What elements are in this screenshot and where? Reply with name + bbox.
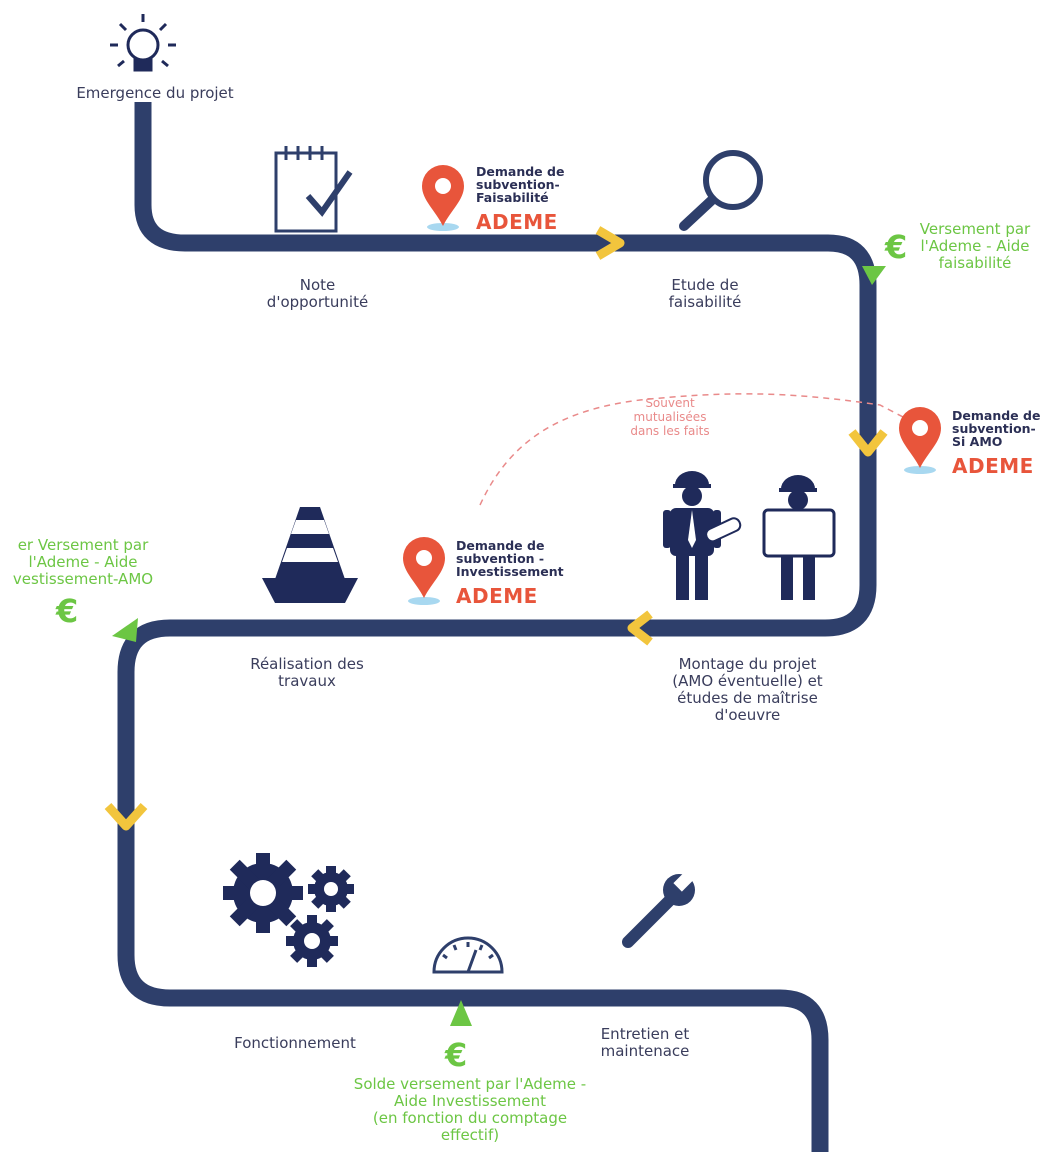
- payment-solde-line2: Aide Investissement: [394, 1092, 546, 1110]
- step-note: Note d'opportunité: [250, 277, 385, 311]
- arrow-down-chevron-2: [104, 802, 148, 831]
- payment-triangle-solde: [450, 1000, 472, 1026]
- step-montage-line2: (AMO éventuelle) et: [672, 672, 823, 690]
- wrench-icon: [622, 870, 695, 948]
- payment-solde: Solde versement par l'Ademe - Aide Inves…: [330, 1076, 610, 1144]
- request-amo: Demande de subvention- Si AMO: [952, 409, 1040, 448]
- request-amo-line1: Demande de: [952, 408, 1041, 423]
- request-faisabilite-line1: Demande de: [476, 164, 565, 179]
- request-faisabilite: Demande de subvention- Faisabilité: [476, 165, 564, 204]
- ademe-faisabilite: ADEME: [476, 210, 558, 234]
- request-amo-line2: subvention-: [952, 421, 1036, 436]
- mutualisation-note-line2: mutualisées: [633, 410, 707, 424]
- payment-faisabilite-line3: faisabilité: [938, 254, 1012, 272]
- request-investissement-line3: Investissement: [456, 564, 564, 579]
- workers-icon: [663, 471, 836, 600]
- request-faisabilite-line2: subvention-: [476, 177, 560, 192]
- step-emergence: Emergence du projet: [76, 84, 234, 102]
- step-note-line1: Note: [299, 276, 336, 294]
- euro-icon-faisabilite: €: [885, 228, 908, 266]
- step-entretien-line1: Entretien et: [600, 1025, 690, 1043]
- step-montage: Montage du projet (AMO éventuelle) et ét…: [660, 656, 835, 724]
- payment-faisabilite-line1: Versement par: [919, 220, 1031, 238]
- step-realisation: Réalisation des travaux: [232, 656, 382, 690]
- step-realisation-line1: Réalisation des: [250, 655, 364, 673]
- payment-faisabilite-line2: l'Ademe - Aide: [920, 237, 1030, 255]
- step-realisation-line2: travaux: [278, 672, 336, 690]
- step-etude-line1: Etude de: [671, 276, 739, 294]
- mutualisation-note-line1: Souvent: [645, 396, 695, 410]
- payment-amo-line3: vestissement-AMO: [12, 570, 154, 588]
- euro-icon-amo: €: [56, 592, 79, 630]
- road-path: [117, 102, 877, 1152]
- request-faisabilite-line3: Faisabilité: [476, 190, 549, 205]
- request-investissement: Demande de subvention - Investissement: [456, 539, 564, 578]
- magnifier-icon: [679, 150, 763, 231]
- payment-solde-line4: effectif): [440, 1126, 500, 1144]
- gears-icon: [223, 853, 354, 967]
- arrow-left-chevron: [627, 610, 653, 646]
- checklist-icon: [274, 146, 353, 233]
- request-investissement-line2: subvention -: [456, 551, 545, 566]
- step-montage-line1: Montage du projet: [678, 655, 817, 673]
- request-amo-line3: Si AMO: [952, 434, 1003, 449]
- payment-amo: er Versement par l'Ademe - Aide vestisse…: [4, 537, 162, 588]
- euro-icon-solde: €: [445, 1036, 468, 1074]
- step-etude-line2: faisabilité: [668, 293, 742, 311]
- step-entretien: Entretien et maintenace: [580, 1026, 710, 1060]
- mutualisation-note-line3: dans les faits: [630, 424, 710, 438]
- step-montage-line4: d'oeuvre: [714, 706, 781, 724]
- step-entretien-line2: maintenace: [600, 1042, 690, 1060]
- step-note-line2: d'opportunité: [266, 293, 369, 311]
- mutualisation-note: Souvent mutualisées dans les faits: [615, 396, 725, 438]
- payment-amo-line1: er Versement par: [17, 536, 149, 554]
- location-pin-faisabilite: [422, 165, 464, 231]
- ademe-amo: ADEME: [952, 454, 1034, 478]
- location-pin-amo: [899, 407, 941, 474]
- step-montage-line3: études de maîtrise: [677, 689, 818, 707]
- payment-solde-line3: (en fonction du comptage: [372, 1109, 568, 1127]
- payment-triangle-faisabilite: [862, 266, 886, 285]
- payment-triangle-amo: [112, 618, 138, 642]
- traffic-cone-icon: [262, 507, 358, 603]
- arrow-down-chevron-1: [848, 429, 888, 457]
- step-fonctionnement: Fonctionnement: [234, 1034, 356, 1052]
- ademe-investissement: ADEME: [456, 584, 538, 608]
- request-investissement-line1: Demande de: [456, 538, 545, 553]
- gauge-icon: [432, 936, 504, 974]
- payment-solde-line1: Solde versement par l'Ademe -: [353, 1075, 587, 1093]
- lightbulb-icon: [110, 14, 176, 72]
- mutualisation-curve: [479, 393, 906, 506]
- payment-amo-line2: l'Ademe - Aide: [28, 553, 138, 571]
- payment-faisabilite: Versement par l'Ademe - Aide faisabilité: [905, 221, 1045, 272]
- step-etude: Etude de faisabilité: [640, 277, 770, 311]
- arrow-right-chevron: [595, 226, 625, 260]
- location-pin-investissement: [403, 537, 445, 605]
